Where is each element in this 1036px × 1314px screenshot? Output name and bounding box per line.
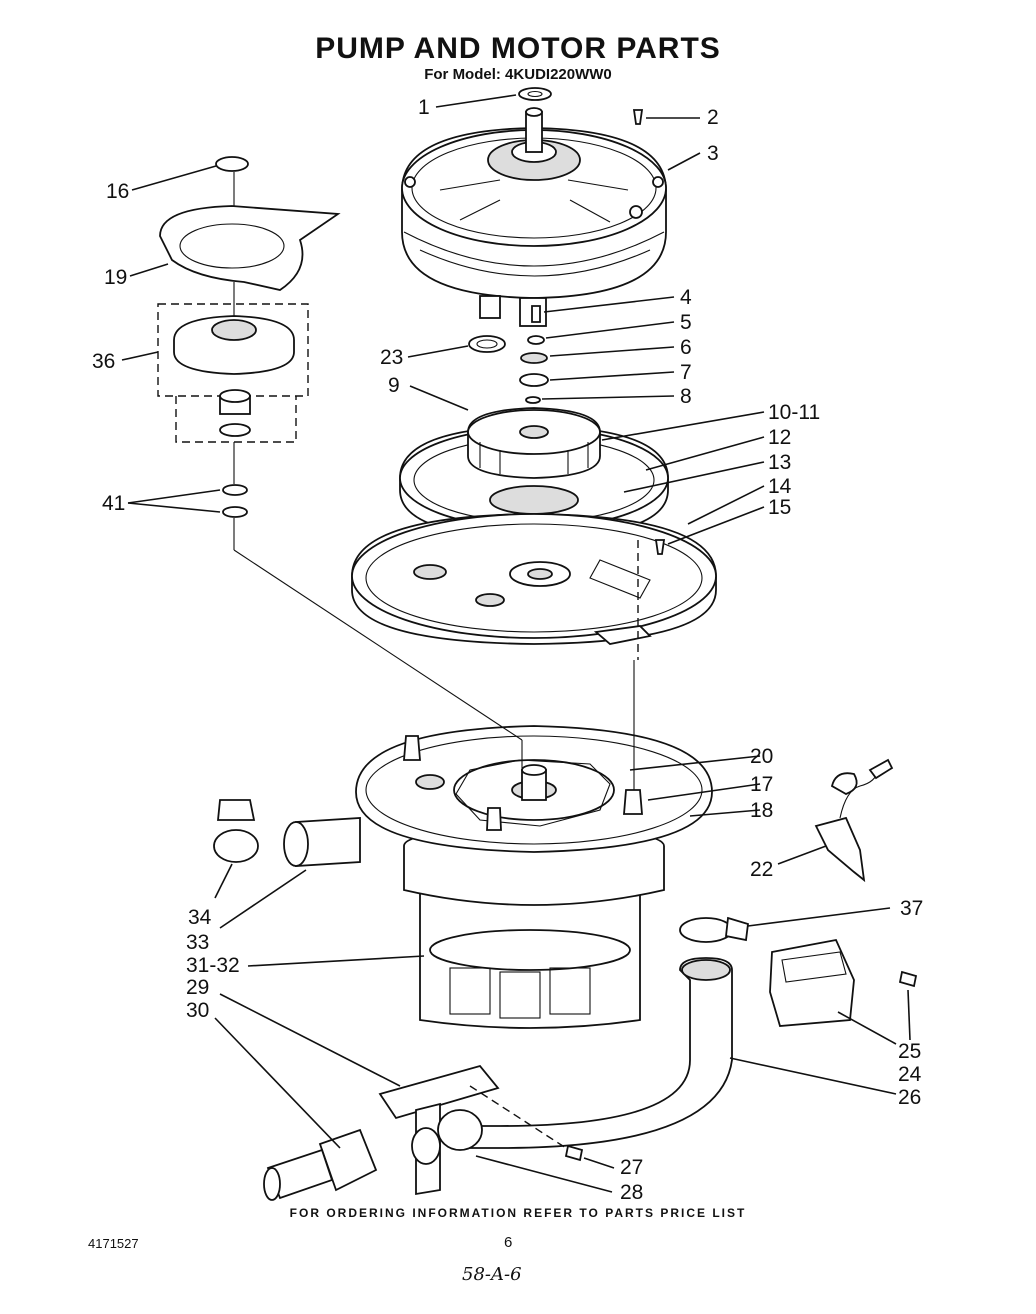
callout-23: 23 [380, 346, 403, 369]
motor-hardware [468, 87, 644, 404]
callout-5: 5 [680, 311, 692, 334]
diagram-title: PUMP AND MOTOR PARTS [315, 32, 721, 65]
callout-1: 1 [418, 96, 430, 119]
callout-37: 37 [900, 897, 923, 920]
callout-20: 20 [750, 745, 773, 768]
callout-3: 3 [707, 142, 719, 165]
callout-15: 15 [768, 496, 791, 519]
callout-28: 28 [620, 1181, 643, 1204]
callout-29: 29 [186, 976, 209, 999]
callout-6: 6 [680, 336, 692, 359]
callout-16: 16 [106, 180, 129, 203]
callout-17: 17 [750, 773, 773, 796]
hose-and-valve-parts [213, 758, 918, 1201]
base-plate [351, 513, 717, 645]
callout-34: 34 [188, 906, 212, 929]
callout-7: 7 [680, 361, 692, 384]
callout-26: 26 [898, 1086, 921, 1109]
callout-24: 24 [898, 1063, 922, 1086]
callout-2: 2 [707, 106, 719, 129]
callout-4: 4 [680, 286, 692, 309]
callout-8: 8 [680, 385, 692, 408]
seal-subassembly [157, 156, 523, 770]
callout-labels: 1 2 3 4 5 6 7 8 9 10-11 12 13 14 15 16 1… [92, 96, 923, 1204]
callout-12: 12 [768, 426, 791, 449]
callout-36: 36 [92, 350, 115, 373]
callout-33: 33 [186, 931, 209, 954]
callout-41: 41 [102, 492, 125, 515]
document-number: 4171527 [88, 1236, 139, 1251]
motor-assembly [401, 107, 667, 327]
ordering-note: FOR ORDERING INFORMATION REFER TO PARTS … [289, 1206, 747, 1220]
impeller-and-cover [399, 407, 669, 539]
callout-13: 13 [768, 451, 791, 474]
callout-31-32: 31-32 [186, 954, 240, 977]
handwritten-note: 58-A-6 [462, 1264, 522, 1285]
leader-lines [121, 94, 911, 1193]
page-number: 6 [504, 1234, 513, 1251]
callout-30: 30 [186, 999, 209, 1022]
callout-25: 25 [898, 1040, 921, 1063]
callout-9: 9 [388, 374, 400, 397]
callout-19: 19 [104, 266, 127, 289]
callout-14: 14 [768, 475, 792, 498]
pump-housing [283, 725, 713, 1029]
callout-10-11: 10-11 [768, 401, 820, 424]
callout-18: 18 [750, 799, 773, 822]
callout-27: 27 [620, 1156, 643, 1179]
callout-22: 22 [750, 858, 773, 881]
model-subtitle: For Model: 4KUDI220WW0 [424, 66, 612, 83]
